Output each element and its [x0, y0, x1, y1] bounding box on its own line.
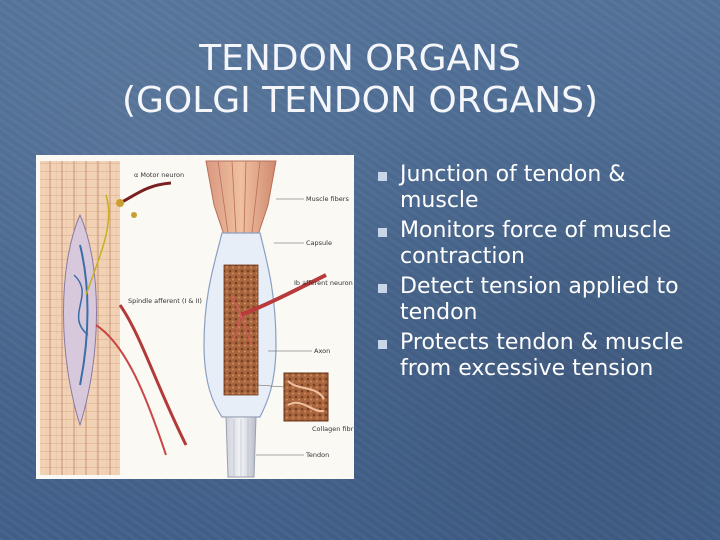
muscle-fibers-top [205, 160, 277, 236]
bullet-item: Monitors force of muscle contraction [378, 218, 698, 270]
bullet-list: Junction of tendon & muscle Monitors for… [378, 162, 698, 386]
label-muscle-fibers: Muscle fibers [306, 195, 349, 203]
nerve-fibers [85, 181, 188, 456]
square-bullet-icon [378, 172, 387, 181]
bullet-text: Junction of tendon & muscle [400, 162, 626, 213]
slide-title: TENDON ORGANS (GOLGI TENDON ORGANS) [40, 38, 680, 122]
label-ib-afferent: Ib afferent neuron [294, 279, 353, 287]
title-line-1: TENDON ORGANS [199, 38, 521, 79]
bullet-text: Protects tendon & muscle from excessive … [400, 330, 684, 381]
muscle-spindle [63, 213, 97, 427]
square-bullet-icon [378, 228, 387, 237]
square-bullet-icon [378, 284, 387, 293]
label-alpha-motor: α Motor neuron [134, 171, 184, 179]
square-bullet-icon [378, 340, 387, 349]
illustration-svg: α Motor neuron Spindle afferent (I & II) [40, 160, 354, 478]
label-collagen: Collagen fibrils [312, 425, 354, 433]
bullet-item: Detect tension applied to tendon [378, 274, 698, 326]
label-tendon: Tendon [305, 451, 329, 459]
bullet-item: Junction of tendon & muscle [378, 162, 698, 214]
label-spindle-afferent: Spindle afferent (I & II) [128, 297, 202, 305]
bullet-text: Monitors force of muscle contraction [400, 218, 672, 269]
title-line-2: (GOLGI TENDON ORGANS) [121, 80, 599, 121]
label-capsule: Capsule [306, 239, 332, 247]
tendon-bottom [225, 416, 257, 478]
ib-afferent-axon [230, 273, 327, 346]
bullet-item: Protects tendon & muscle from excessive … [378, 330, 698, 382]
bullet-text: Detect tension applied to tendon [400, 274, 679, 325]
golgi-tendon-organ-illustration: α Motor neuron Spindle afferent (I & II) [36, 155, 354, 479]
tendon-organ-capsule [203, 232, 277, 418]
leader-lines [256, 198, 312, 456]
collagen-inset [257, 372, 329, 422]
label-axon: Axon [314, 347, 330, 355]
